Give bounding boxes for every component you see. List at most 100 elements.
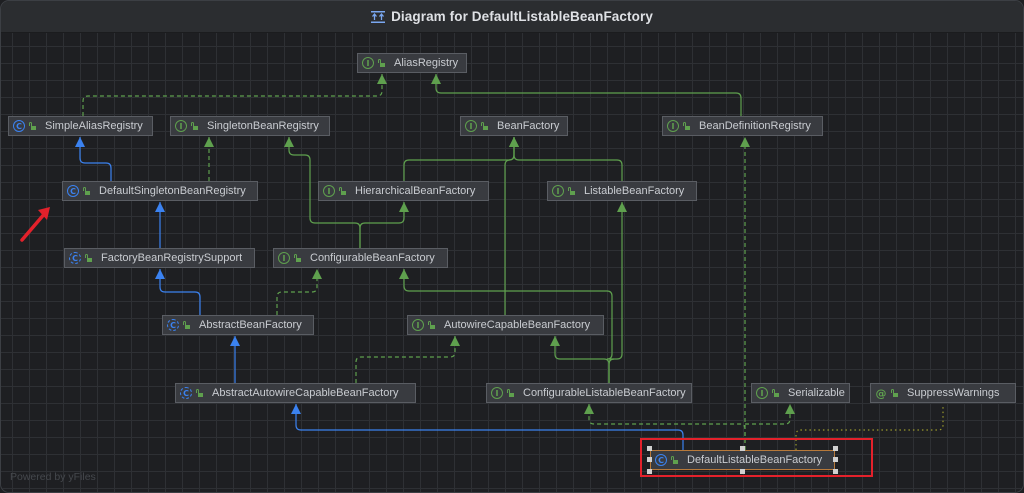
resize-handle[interactable] (739, 446, 745, 451)
arrowhead-icon (617, 202, 627, 212)
public-access-lock-icon (294, 254, 301, 262)
interface-icon: I (667, 120, 679, 132)
interface-icon: I (278, 252, 290, 264)
edge-extends-interface[interactable] (403, 269, 615, 383)
public-access-lock-icon (191, 122, 198, 130)
node-bean-factory[interactable]: I BeanFactory (460, 116, 568, 136)
interface-icon: I (465, 120, 477, 132)
window-title: Diagram for DefaultListableBeanFactory (391, 9, 653, 24)
node-label: FactoryBeanRegistrySupport (101, 252, 243, 264)
arrowhead-icon (230, 336, 240, 346)
node-label: SingletonBeanRegistry (207, 120, 319, 132)
interface-icon: I (491, 387, 503, 399)
interface-icon: I (175, 120, 187, 132)
edge-implements[interactable] (355, 336, 456, 383)
resize-handle[interactable] (647, 446, 652, 451)
resize-handle[interactable] (833, 446, 838, 451)
node-label: Serializable (788, 387, 845, 399)
arrowhead-icon (740, 137, 750, 147)
arrowhead-icon (450, 336, 460, 346)
public-access-lock-icon (196, 389, 203, 397)
node-label: DefaultSingletonBeanRegistry (99, 185, 246, 197)
class-icon: C (655, 454, 667, 466)
arrowhead-icon (431, 74, 441, 84)
resize-handle[interactable] (739, 469, 745, 474)
abstract-icon: C (180, 387, 192, 399)
arrowhead-icon (399, 202, 409, 212)
arrowhead-icon (312, 269, 322, 279)
edge-extends-interface[interactable] (359, 202, 405, 248)
abstract-icon: C (69, 252, 81, 264)
arrowhead-icon (785, 404, 795, 414)
interface-icon: I (362, 57, 374, 69)
node-label: ConfigurableBeanFactory (310, 252, 435, 264)
node-configurable-listable-bean-factory[interactable]: I ConfigurableListableBeanFactory (486, 383, 692, 403)
edge-extends-interface[interactable] (435, 74, 742, 116)
node-bean-definition-registry[interactable]: I BeanDefinitionRegistry (662, 116, 823, 136)
public-access-lock-icon (339, 187, 346, 195)
resize-handle[interactable] (833, 469, 838, 474)
public-access-lock-icon (671, 456, 678, 464)
node-simple-alias-registry[interactable]: C SimpleAliasRegistry (8, 116, 153, 136)
edge-implements[interactable] (745, 404, 791, 425)
node-alias-registry[interactable]: I AliasRegistry (357, 53, 467, 73)
edge-extends-interface[interactable] (288, 137, 361, 248)
node-label: BeanDefinitionRegistry (699, 120, 811, 132)
public-access-lock-icon (683, 122, 690, 130)
resize-handle[interactable] (833, 457, 838, 462)
public-access-lock-icon (428, 321, 435, 329)
node-label: SuppressWarnings (907, 387, 1000, 399)
yfiles-watermark: Powered by yFiles (10, 471, 96, 483)
class-icon: C (13, 120, 25, 132)
arrowhead-icon (204, 137, 214, 147)
arrowhead-icon (155, 202, 165, 212)
edge-annotated[interactable] (795, 406, 944, 450)
node-hierarchical-bean-factory[interactable]: I HierarchicalBeanFactory (318, 181, 489, 201)
node-configurable-bean-factory[interactable]: I ConfigurableBeanFactory (273, 248, 448, 268)
edge-extends-class[interactable] (159, 269, 201, 315)
node-label: SimpleAliasRegistry (45, 120, 143, 132)
interface-icon: I (323, 185, 335, 197)
node-singleton-bean-registry[interactable]: I SingletonBeanRegistry (170, 116, 330, 136)
public-access-lock-icon (891, 389, 898, 397)
node-factory-bean-registry-support[interactable]: C FactoryBeanRegistrySupport (64, 248, 255, 268)
node-suppress-warnings[interactable]: @SuppressWarnings (870, 383, 1016, 403)
public-access-lock-icon (29, 122, 36, 130)
public-access-lock-icon (378, 59, 385, 67)
hierarchy-diagram-icon (371, 10, 386, 23)
node-label: BeanFactory (497, 120, 560, 132)
edge-extends-interface[interactable] (513, 137, 623, 181)
arrowhead-icon (550, 336, 560, 346)
public-access-lock-icon (85, 254, 92, 262)
edge-extends-interface[interactable] (403, 137, 515, 181)
arrowhead-icon (75, 137, 85, 147)
node-label: HierarchicalBeanFactory (355, 185, 476, 197)
edge-implements[interactable] (276, 269, 318, 315)
arrowhead-icon (291, 404, 301, 414)
arrowhead-icon (584, 404, 594, 414)
edge-extends-interface[interactable] (554, 336, 610, 383)
arrowhead-icon (155, 269, 165, 279)
node-label: ConfigurableListableBeanFactory (523, 387, 686, 399)
resize-handle[interactable] (647, 457, 652, 462)
resize-handle[interactable] (647, 469, 652, 474)
public-access-lock-icon (481, 122, 488, 130)
edge-implements[interactable] (82, 74, 383, 116)
edge-extends-class[interactable] (295, 404, 684, 450)
public-access-lock-icon (568, 187, 575, 195)
edge-extends-class[interactable] (79, 137, 112, 181)
public-access-lock-icon (83, 187, 90, 195)
selection-highlight-box (640, 438, 873, 477)
node-label: AliasRegistry (394, 57, 459, 69)
node-label: AutowireCapableBeanFactory (444, 319, 591, 331)
red-pointer-arrow-icon (20, 207, 50, 242)
edge-extends-interface[interactable] (504, 137, 515, 315)
